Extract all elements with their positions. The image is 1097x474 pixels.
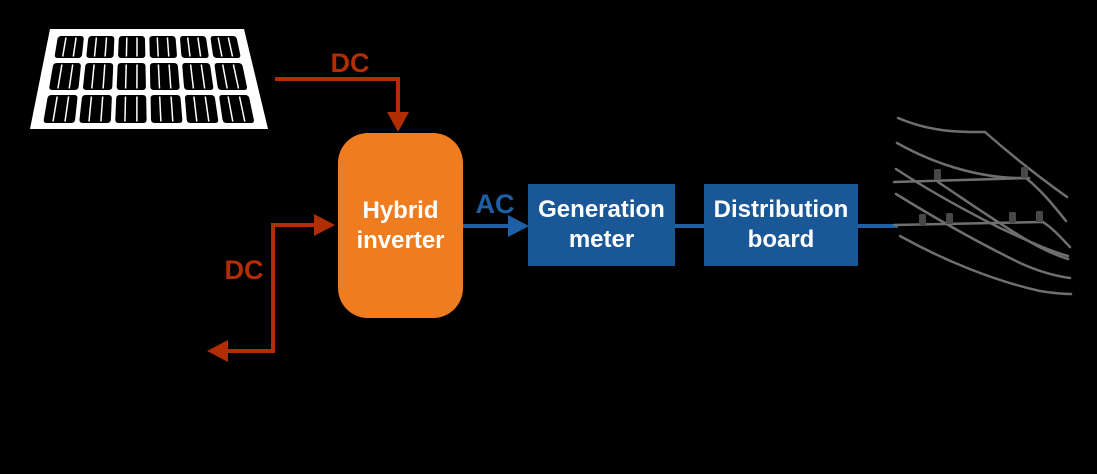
distribution-board-node: Distribution board [704,184,858,266]
ac-arrowhead-right-icon [508,215,529,237]
hybrid-inverter-label-line2: inverter [356,226,445,254]
generation-meter-label-line2: meter [568,226,635,253]
dc-line-battery-vertical [271,223,275,353]
dc-arrowhead-down-icon [387,112,409,132]
line-board-to-grid [858,224,898,228]
dc-line-panel-horizontal [275,77,400,81]
generation-meter-node: Generation meter [528,184,675,266]
hybrid-inverter-label-line1: Hybrid [362,196,439,224]
dc-arrowhead-right-icon [314,214,335,236]
distribution-board-label-line1: Distribution [713,196,849,223]
dc-arrowhead-left-icon [207,340,228,362]
ac-line-inverter-to-meter [463,224,509,228]
dc-label-battery: DC [224,255,264,285]
power-lines-icon [892,116,1073,296]
dc-line-panel-vertical [396,77,400,114]
hybrid-inverter-node: Hybrid inverter [338,133,463,318]
dc-line-battery-top [271,223,315,227]
solar-panel-icon [30,29,268,129]
dc-label-panel: DC [330,48,370,78]
dc-line-battery-bottom [228,349,273,353]
line-meter-to-board [675,224,704,228]
ac-label: AC [475,189,515,219]
generation-meter-label-line1: Generation [538,196,665,223]
distribution-board-label-line2: board [747,226,815,253]
